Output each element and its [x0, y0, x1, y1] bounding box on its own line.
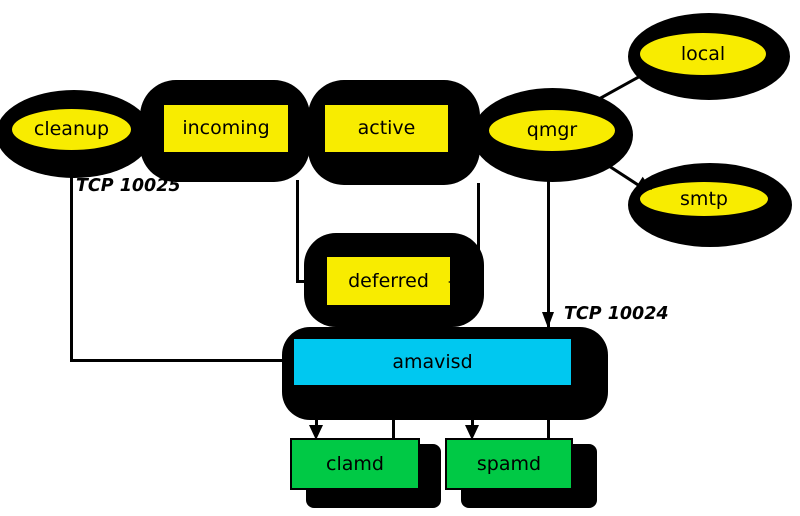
node-deferred: deferred	[325, 255, 452, 307]
edge-cleanup-amavisd-vertical	[70, 172, 73, 361]
node-qmgr-label: qmgr	[526, 119, 578, 141]
arrowhead-into-amavisd-icon	[542, 312, 554, 328]
edge-incoming-deferred-vertical	[296, 180, 299, 282]
edge-cleanup-amavisd-horizontal	[70, 359, 292, 362]
node-smtp-label: smtp	[680, 187, 728, 210]
node-amavisd: amavisd	[292, 337, 573, 387]
arrowhead-into-deferred-icon	[448, 275, 464, 289]
node-deferred-label: deferred	[348, 269, 429, 292]
node-spamd: spamd	[445, 438, 573, 490]
node-qmgr: qmgr	[487, 108, 617, 153]
annotation-tcp-10025: TCP 10025	[76, 176, 181, 196]
node-local: local	[638, 31, 768, 77]
node-amavisd-label: amavisd	[392, 350, 473, 373]
edge-qmgr-amavisd-line	[547, 180, 550, 328]
node-clamd: clamd	[290, 438, 420, 490]
node-spamd-label: spamd	[476, 452, 542, 475]
edge-active-deferred-vertical	[477, 183, 480, 282]
node-incoming-label: incoming	[182, 117, 270, 139]
node-cleanup: cleanup	[10, 107, 133, 152]
node-active-label: active	[357, 117, 416, 139]
node-local-label: local	[680, 42, 726, 65]
arrowhead-into-clamd-icon	[309, 425, 323, 440]
annotation-tcp-10024: TCP 10024	[564, 304, 669, 324]
node-clamd-label: clamd	[326, 452, 384, 475]
node-incoming: incoming	[162, 103, 290, 154]
node-smtp: smtp	[638, 180, 770, 218]
arrowhead-into-spamd-icon	[465, 425, 479, 440]
node-active: active	[323, 103, 450, 154]
node-cleanup-label: cleanup	[33, 118, 110, 140]
